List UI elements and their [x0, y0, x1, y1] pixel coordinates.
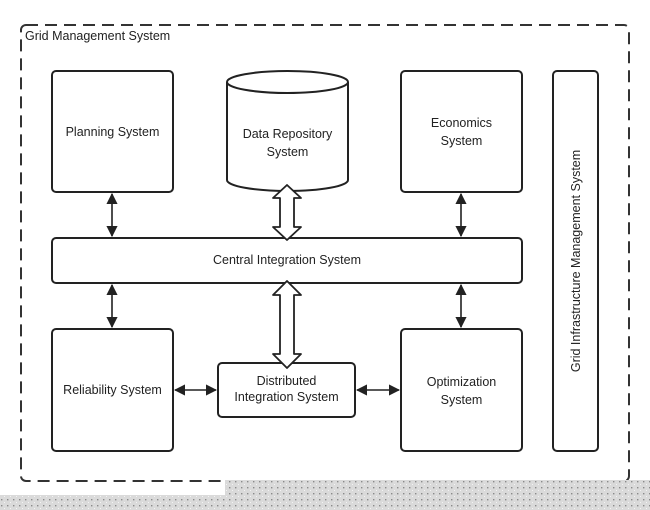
optimization-system-label-line2: System	[441, 393, 483, 407]
optimization-system-node[interactable]: Optimization System	[400, 328, 523, 452]
container-label: Grid Management System	[25, 29, 170, 43]
distributed-integration-label-line1: Distributed	[257, 374, 317, 388]
distributed-integration-node[interactable]: Distributed Integration System	[217, 362, 356, 418]
optimization-system-label-line1: Optimization	[427, 375, 497, 389]
distributed-integration-label-line2: Integration System	[234, 390, 338, 404]
data-repository-node[interactable]: Data Repository System	[226, 70, 349, 192]
data-repository-label-line1: Data Repository	[243, 127, 333, 141]
hollow-arrow-repository-central	[272, 184, 302, 241]
grid-infrastructure-label: Grid Infrastructure Management System	[569, 150, 583, 372]
reliability-system-node[interactable]: Reliability System	[51, 328, 174, 452]
planning-system-node[interactable]: Planning System	[51, 70, 174, 193]
central-integration-label: Central Integration System	[213, 253, 361, 267]
data-repository-label-line2: System	[267, 145, 309, 159]
reliability-system-label: Reliability System	[63, 383, 162, 397]
planning-system-label: Planning System	[66, 125, 160, 139]
hollow-arrow-central-distributed	[272, 280, 302, 369]
grid-infrastructure-node[interactable]: Grid Infrastructure Management System	[552, 70, 599, 452]
economics-system-label-line2: System	[441, 134, 483, 148]
economics-system-node[interactable]: Economics System	[400, 70, 523, 193]
bottom-pattern-strip	[0, 480, 650, 510]
economics-system-label-line1: Economics	[431, 116, 492, 130]
central-integration-node[interactable]: Central Integration System	[51, 237, 523, 284]
